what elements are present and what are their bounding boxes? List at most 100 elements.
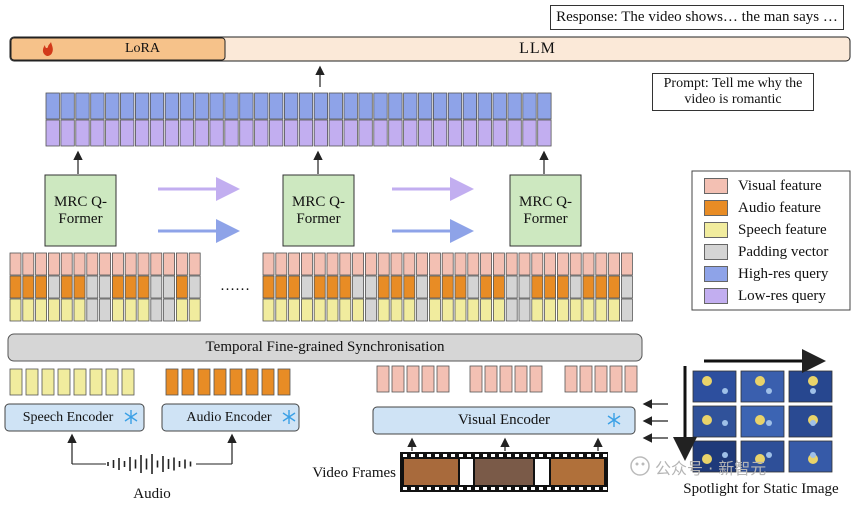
sprocket-hole: [403, 487, 407, 490]
visual-feature-token: [9, 252, 22, 276]
lora-label: LoRA: [125, 41, 160, 56]
audio-feature-token: [262, 275, 275, 299]
padding-vector-token: [505, 275, 518, 299]
video-frame-blank-2: [535, 459, 549, 485]
sprocket-hole: [579, 454, 583, 457]
low-res-query-token: [269, 119, 284, 147]
high-res-query-token: [522, 92, 537, 120]
sprocket-hole: [539, 454, 543, 457]
speech-feature-token: [467, 298, 480, 322]
sprocket-hole: [443, 487, 447, 490]
low-res-query-token: [343, 119, 358, 147]
sprocket-hole: [451, 454, 455, 457]
sprocket-hole: [411, 454, 415, 457]
sprocket-hole: [547, 454, 551, 457]
audio-feature-token: [288, 275, 301, 299]
sprocket-hole: [531, 487, 535, 490]
star-swirl: [766, 452, 772, 458]
high-res-query-token: [313, 92, 329, 120]
audio-feature-token: [137, 275, 150, 299]
sprocket-hole: [563, 487, 567, 490]
padding-vector-token: [416, 275, 429, 299]
sprocket-hole: [579, 487, 583, 490]
padding-vector-token: [86, 298, 99, 322]
speech-feature-token: [57, 368, 71, 396]
visual-feature-token: [288, 252, 301, 276]
sprocket-hole: [419, 487, 423, 490]
ellipsis: ……: [220, 277, 250, 294]
speech-feature-token: [352, 298, 365, 322]
sprocket-hole: [459, 487, 463, 490]
speech-feature-token: [390, 298, 403, 322]
visual-feature-token: [60, 252, 73, 276]
speech-feature-token: [441, 298, 454, 322]
high-res-query-token: [239, 92, 254, 120]
sprocket-hole: [483, 487, 487, 490]
high-res-query-token: [134, 92, 150, 120]
speech-feature-token: [105, 368, 119, 396]
speech-feature-token: [112, 298, 124, 322]
sprocket-hole: [443, 454, 447, 457]
low-res-query-token: [492, 119, 507, 147]
visual-feature-token: [403, 252, 416, 276]
legend-swatch: [704, 288, 728, 304]
legend-label: Speech feature: [738, 221, 827, 238]
sprocket-hole: [603, 487, 607, 490]
prompt-box: Prompt: Tell me why the video is romanti…: [652, 73, 814, 111]
visual-feature-token: [339, 252, 352, 276]
speech-feature-token: [608, 298, 620, 322]
star-swirl: [810, 388, 816, 394]
visual-feature-token: [421, 365, 435, 393]
high-res-query-token: [209, 92, 224, 120]
visual-feature-token: [377, 252, 390, 276]
video-frame-2: [475, 459, 533, 485]
padding-vector-token: [48, 275, 60, 299]
visual-feature-token: [621, 252, 633, 276]
audio-input-label: Audio: [133, 485, 171, 502]
high-res-query-token: [403, 92, 418, 120]
visual-feature-token: [595, 252, 608, 276]
low-res-query-token: [358, 119, 373, 147]
sprocket-hole: [467, 487, 471, 490]
high-res-query-token: [298, 92, 314, 120]
sprocket-hole: [571, 454, 575, 457]
spotlight-image-grid: [692, 370, 833, 473]
sprocket-hole: [491, 454, 495, 457]
film-sprocket-holes: [403, 454, 607, 490]
speech-feature-token: [175, 298, 188, 322]
audio-feature-token: [531, 275, 544, 299]
padding-vector-token: [518, 298, 531, 322]
visual-feature-token: [406, 365, 420, 393]
low-res-query-token: [239, 119, 254, 147]
sprocket-hole: [483, 454, 487, 457]
visual-feature-token: [86, 252, 99, 276]
visual-feature-token: [188, 252, 201, 276]
speech-feature-token: [339, 298, 352, 322]
legend-item: Low-res query: [704, 286, 826, 306]
visual-feature-token: [137, 252, 150, 276]
visual-feature-token: [518, 252, 531, 276]
visual-feature-token: [569, 252, 582, 276]
sprocket-hole: [595, 454, 599, 457]
visual-feature-token: [300, 252, 313, 276]
low-res-query-token: [477, 119, 492, 147]
visual-feature-token: [22, 252, 35, 276]
audio-feature-token: [339, 275, 352, 299]
audio-feature-token: [245, 368, 259, 396]
high-res-query-token: [269, 92, 284, 120]
prompt-text: Prompt: Tell me why the video is romanti…: [663, 76, 803, 107]
low-res-query-token: [194, 119, 209, 147]
audio-feature-token: [261, 368, 275, 396]
visual-feature-token: [544, 252, 556, 276]
low-res-query-token: [105, 119, 120, 147]
low-res-query-token: [149, 119, 165, 147]
feature-tokens: [9, 252, 633, 322]
speech-feature-token: [137, 298, 150, 322]
audio-encoder-label: Audio Encoder: [186, 409, 272, 425]
audio-encoder-box: [161, 403, 300, 432]
low-res-query-token: [120, 119, 135, 147]
high-res-query-token: [194, 92, 209, 120]
video-frame-3: [551, 459, 604, 485]
visual-feature-token: [492, 252, 505, 276]
audio-feature-token: [377, 275, 390, 299]
